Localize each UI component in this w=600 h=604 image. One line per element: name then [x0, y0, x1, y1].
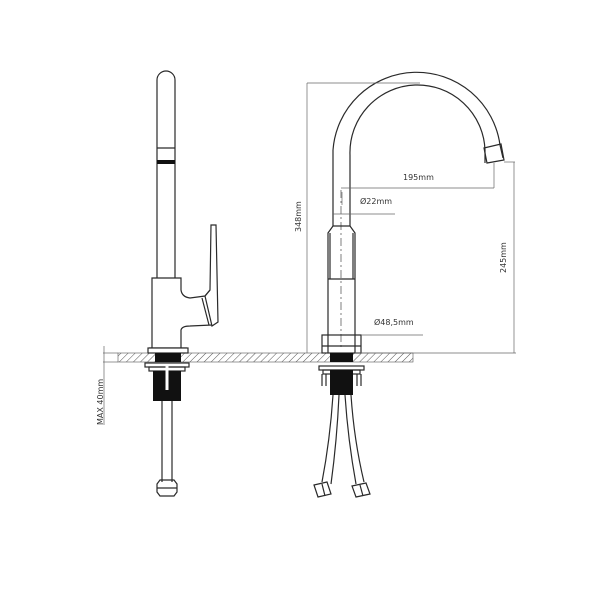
max-thickness-label: MAX 40mm: [96, 379, 105, 425]
side-view: [144, 70, 219, 497]
dimension-lines: [306, 82, 516, 354]
countertop: [117, 352, 414, 363]
base-diameter-label: Ø48,5mm: [374, 317, 414, 327]
total-height-label: 348mm: [294, 201, 303, 232]
spout-height-label: 245mm: [499, 242, 508, 273]
spout-reach-label: 195mm: [403, 173, 434, 182]
front-view: [313, 71, 505, 498]
spout-diameter-label: Ø22mm: [360, 196, 392, 206]
max-thickness-dimension: [103, 346, 118, 425]
